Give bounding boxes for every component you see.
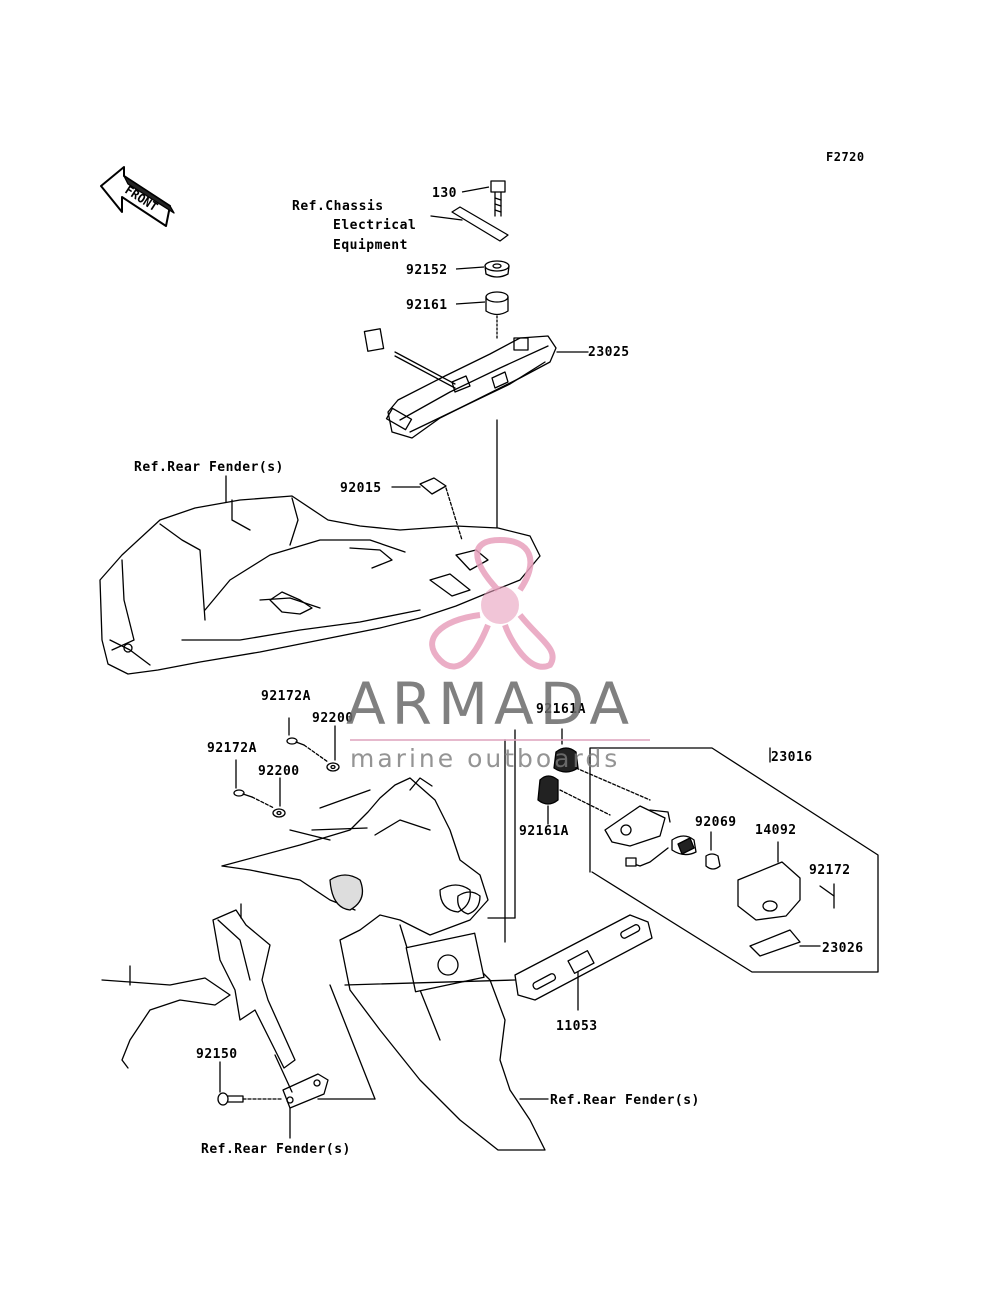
label-92200-lower: 92200 bbox=[258, 764, 300, 779]
washer-92200-upper bbox=[326, 725, 340, 772]
label-92172A-upper: 92172A bbox=[261, 689, 311, 704]
label-ref-chassis-1: Ref.Chassis bbox=[292, 199, 384, 214]
watermark-divider bbox=[350, 739, 650, 741]
label-92200-upper: 92200 bbox=[312, 711, 354, 726]
label-ref-rear-fender-bottom: Ref.Rear Fender(s) bbox=[201, 1142, 351, 1157]
label-92069: 92069 bbox=[695, 815, 737, 830]
label-ref-rear-fender-top: Ref.Rear Fender(s) bbox=[134, 460, 284, 475]
label-130: 130 bbox=[432, 186, 457, 201]
screw-92172A-lower bbox=[233, 759, 275, 809]
license-lamp-23016 bbox=[537, 728, 879, 973]
label-ref-chassis-3: Equipment bbox=[333, 238, 408, 253]
grommet-92161 bbox=[485, 291, 509, 316]
label-ref-rear-fender-right: Ref.Rear Fender(s) bbox=[550, 1093, 700, 1108]
label-23026: 23026 bbox=[822, 941, 864, 956]
ground-strap bbox=[430, 206, 509, 242]
stay-left bbox=[101, 903, 329, 1109]
label-14092: 14092 bbox=[755, 823, 797, 838]
label-92015: 92015 bbox=[340, 481, 382, 496]
watermark-subtitle: marine outboards bbox=[350, 744, 621, 773]
watermark-propeller-icon bbox=[429, 536, 556, 670]
screw-92172A-upper bbox=[286, 717, 329, 763]
bolt-130 bbox=[490, 180, 506, 217]
label-11053: 11053 bbox=[556, 1019, 598, 1034]
bracket-11053 bbox=[344, 914, 653, 1011]
watermark-title: ARMADA bbox=[346, 670, 636, 738]
label-92172A-lower: 92172A bbox=[207, 741, 257, 756]
label-92161A-bottom: 92161A bbox=[519, 824, 569, 839]
bolt-92150 bbox=[217, 1061, 284, 1106]
label-92161: 92161 bbox=[406, 298, 448, 313]
label-92150: 92150 bbox=[196, 1047, 238, 1062]
label-92152: 92152 bbox=[406, 263, 448, 278]
label-92161A-top: 92161A bbox=[536, 702, 586, 717]
label-23016: 23016 bbox=[771, 750, 813, 765]
rear-fender-lower bbox=[221, 777, 546, 1151]
label-ref-chassis-2: Electrical bbox=[333, 218, 416, 233]
label-92172: 92172 bbox=[809, 863, 851, 878]
tail-lamp-23025 bbox=[363, 328, 589, 439]
front-arrow-icon: FRONT bbox=[100, 166, 175, 227]
figure-code: F2720 bbox=[826, 150, 865, 164]
nut-92015 bbox=[391, 477, 463, 541]
collar-92152 bbox=[484, 260, 510, 278]
washer-92200-lower bbox=[272, 777, 286, 818]
label-23025: 23025 bbox=[588, 345, 630, 360]
